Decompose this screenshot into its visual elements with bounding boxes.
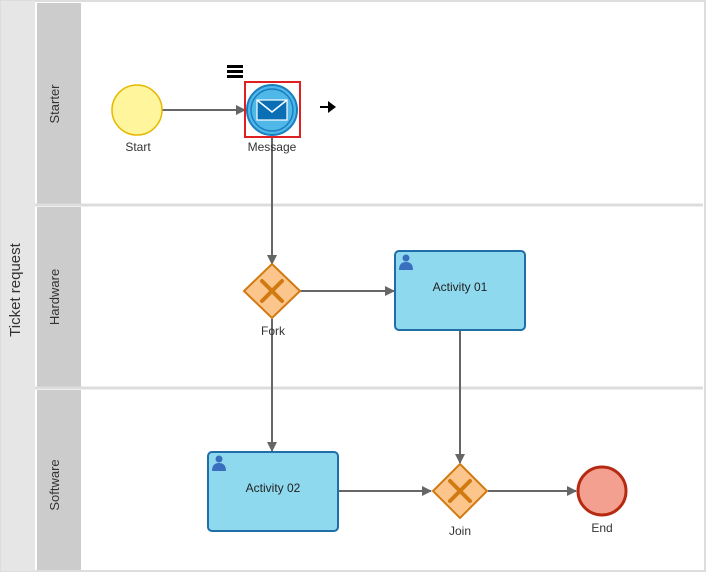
lane-title-starter: Starter — [47, 84, 62, 124]
lane-starter[interactable]: Starter — [35, 3, 703, 205]
pool-title: Ticket request — [7, 242, 24, 336]
lane-title-software: Software — [47, 459, 62, 510]
message-event[interactable] — [244, 81, 301, 138]
end-event[interactable] — [576, 465, 628, 517]
fork-gateway[interactable] — [242, 262, 302, 320]
join-label: Join — [449, 524, 471, 538]
lane-header-software — [37, 390, 81, 570]
message-label: Message — [248, 140, 297, 154]
activity-02-task[interactable]: Activity 02 — [207, 451, 339, 532]
start-event[interactable] — [111, 84, 163, 136]
lane-header-starter — [37, 3, 81, 205]
activity-01-label: Activity 01 — [433, 280, 488, 294]
lane-header-hardware — [37, 207, 81, 387]
end-label: End — [591, 521, 612, 535]
x-icon — [260, 279, 284, 303]
user-icon — [399, 254, 413, 270]
activity-01-task[interactable]: Activity 01 — [394, 250, 526, 331]
envelope-icon — [256, 99, 288, 121]
activity-02-label: Activity 02 — [246, 481, 301, 495]
lane-hardware[interactable]: Hardware — [35, 207, 703, 387]
lane-title-hardware: Hardware — [47, 269, 62, 325]
pool-header — [1, 1, 35, 571]
user-icon — [212, 455, 226, 471]
fork-label: Fork — [261, 324, 286, 338]
selection-box — [244, 81, 301, 138]
arrow-right-icon[interactable] — [320, 101, 336, 113]
join-gateway[interactable] — [431, 462, 489, 520]
start-label: Start — [125, 140, 151, 154]
x-icon — [448, 479, 472, 503]
menu-icon[interactable] — [227, 65, 243, 78]
